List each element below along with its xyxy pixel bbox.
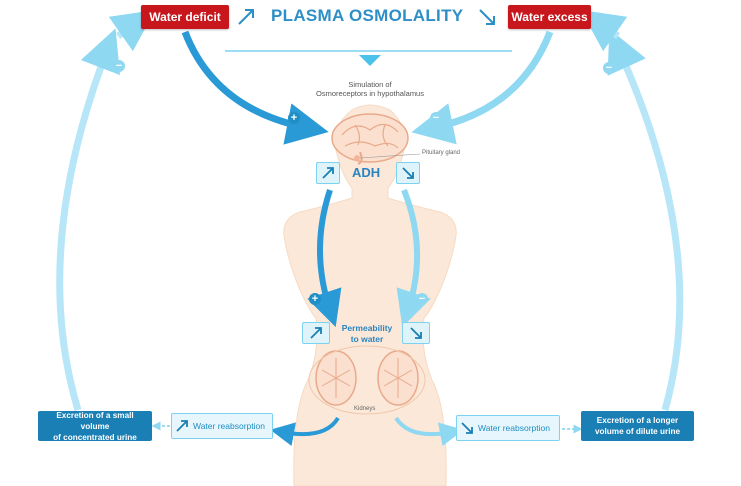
- title-up-arrow-icon: [238, 9, 254, 25]
- water-reabsorption-right-label: Water reabsorption: [478, 423, 550, 433]
- left-loop-to-deficit: [108, 9, 156, 52]
- permeability-decrease-box: [402, 322, 430, 344]
- plus-symbol-permeability: +: [309, 293, 321, 305]
- water-reabsorption-left-label: Water reabsorption: [193, 421, 265, 431]
- deficit-to-brain-arrow: [181, 30, 329, 145]
- arrow-down-right-icon: [402, 167, 414, 179]
- water-deficit-label: Water deficit: [149, 10, 221, 24]
- minus-symbol-left-loop: −: [113, 60, 125, 72]
- adh-label: ADH: [352, 165, 381, 180]
- excretion-dilute-box: Excretion of a longer volume of dilute u…: [581, 411, 694, 441]
- minus-symbol-permeability: −: [416, 293, 428, 305]
- arrow-up-right-icon: [176, 420, 188, 432]
- osmoreceptor-caption: Simulation of Osmoreceptors in hypothala…: [316, 80, 424, 98]
- excretion-concentrated-box: Excretion of a small volume of concentra…: [38, 410, 152, 442]
- arrow-down-right-icon: [410, 327, 422, 339]
- adh-decrease-arrow: [396, 188, 431, 328]
- water-excess-box: Water excess: [508, 5, 591, 29]
- minus-symbol-brain: −: [430, 112, 442, 124]
- arrow-down-right-icon: [461, 422, 473, 434]
- right-loop-to-excess: [580, 9, 628, 52]
- adh-decrease-box: [396, 162, 420, 184]
- water-reabsorption-left-box: Water reabsorption: [171, 413, 273, 439]
- brain-icon: [331, 113, 409, 165]
- minus-symbol-right-loop: −: [603, 62, 615, 74]
- excretion-dilute-label: Excretion of a longer volume of dilute u…: [594, 416, 681, 436]
- excretion-concentrated-label: Excretion of a small volume of concentra…: [53, 410, 137, 442]
- adh-increase-box: [316, 162, 340, 184]
- plus-symbol-brain: +: [288, 112, 300, 124]
- title-down-arrow-icon: [479, 9, 495, 25]
- arrow-up-right-icon: [322, 167, 334, 179]
- kidneys-label: Kidneys: [354, 406, 376, 412]
- down-triangle-icon: [359, 55, 381, 66]
- right-kidney-output-arrow: [394, 416, 464, 447]
- right-feedback-loop: [607, 28, 684, 411]
- water-deficit-box: Water deficit: [141, 5, 229, 29]
- pituitary-pointer: [359, 153, 421, 159]
- excess-to-brain-arrow: [411, 30, 554, 145]
- pituitary-label: Pituitary gland: [422, 150, 461, 156]
- left-feedback-loop: [56, 28, 121, 412]
- permeability-label: Permeability to water: [341, 323, 393, 344]
- adh-increase-arrow: [307, 189, 342, 328]
- water-excess-label: Water excess: [511, 10, 588, 24]
- arrow-up-right-icon: [310, 327, 322, 339]
- plasma-osmolality-title: PLASMA OSMOLALITY: [271, 6, 464, 25]
- kidneys-outline: [308, 345, 426, 415]
- permeability-increase-box: [302, 322, 330, 344]
- water-reabsorption-right-box: Water reabsorption: [456, 415, 560, 441]
- left-kidney-output-arrow: [270, 416, 340, 446]
